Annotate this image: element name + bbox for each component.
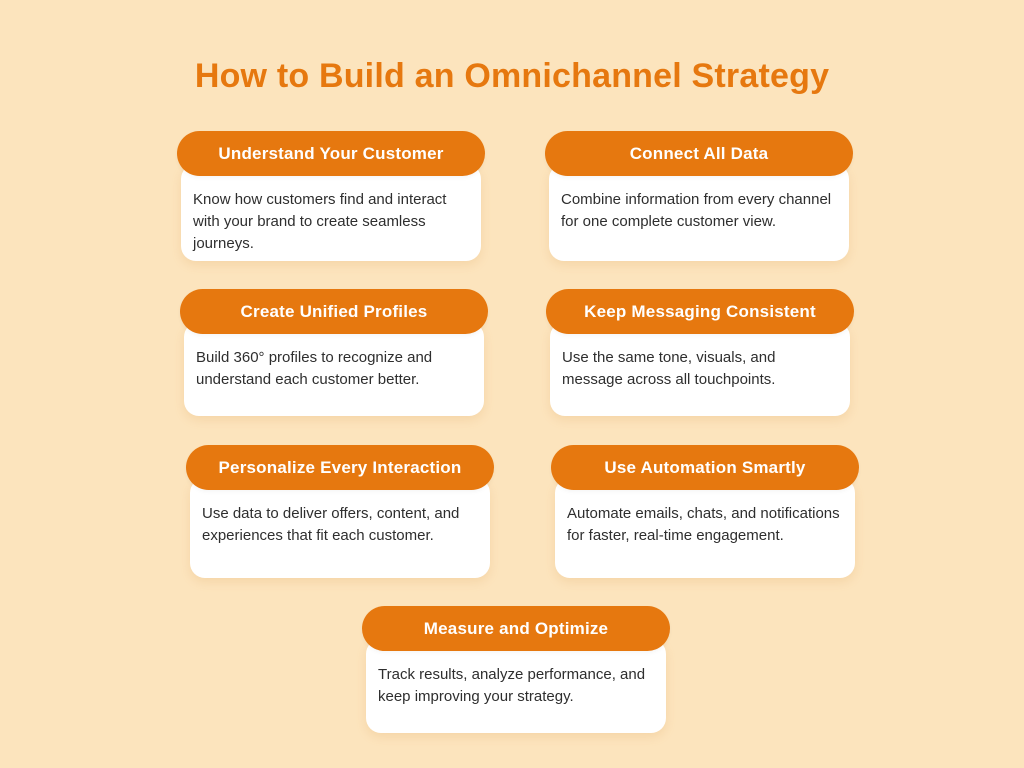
- step-card-body: Build 360° profiles to recognize and und…: [184, 322, 484, 416]
- step-card-body: Know how customers find and interact wit…: [181, 164, 481, 261]
- step-title: Connect All Data: [629, 143, 769, 163]
- step-card-header: Understand Your Customer: [177, 131, 485, 176]
- step-card-body: Automate emails, chats, and notification…: [555, 478, 855, 578]
- step-description: Use the same tone, visuals, and message …: [562, 349, 776, 388]
- step-card-personalize-every-interaction: Use data to deliver offers, content, and…: [186, 445, 494, 578]
- step-card-measure-and-optimize: Track results, analyze performance, and …: [362, 606, 670, 733]
- step-card-understand-your-customer: Know how customers find and interact wit…: [177, 131, 485, 261]
- step-card-header: Keep Messaging Consistent: [546, 289, 854, 334]
- step-card-connect-all-data: Combine information from every channel f…: [545, 131, 853, 261]
- step-card-header: Connect All Data: [545, 131, 853, 176]
- step-description: Know how customers find and interact wit…: [193, 191, 447, 252]
- step-title: Measure and Optimize: [423, 618, 609, 638]
- page-title: How to Build an Omnichannel Strategy: [194, 57, 830, 95]
- step-card-header: Personalize Every Interaction: [186, 445, 494, 490]
- step-title: Use Automation Smartly: [604, 457, 806, 477]
- step-description: Automate emails, chats, and notification…: [567, 505, 840, 544]
- step-title: Understand Your Customer: [218, 143, 444, 163]
- step-card-body: Combine information from every channel f…: [549, 164, 849, 261]
- step-card-header: Use Automation Smartly: [551, 445, 859, 490]
- step-card-body: Use data to deliver offers, content, and…: [190, 478, 490, 578]
- step-title: Personalize Every Interaction: [218, 457, 462, 477]
- step-card-create-unified-profiles: Build 360° profiles to recognize and und…: [180, 289, 488, 416]
- step-card-use-automation-smartly: Automate emails, chats, and notification…: [551, 445, 859, 578]
- step-card-body: Use the same tone, visuals, and message …: [550, 322, 850, 416]
- step-title: Keep Messaging Consistent: [584, 301, 816, 321]
- step-description: Combine information from every channel f…: [561, 191, 832, 230]
- step-title: Create Unified Profiles: [240, 301, 428, 321]
- step-card-keep-messaging-consistent: Use the same tone, visuals, and message …: [546, 289, 854, 416]
- step-description: Track results, analyze performance, and …: [378, 666, 646, 705]
- step-card-header: Measure and Optimize: [362, 606, 670, 651]
- step-card-header: Create Unified Profiles: [180, 289, 488, 334]
- step-description: Use data to deliver offers, content, and…: [202, 505, 460, 544]
- step-card-body: Track results, analyze performance, and …: [366, 639, 666, 733]
- step-description: Build 360° profiles to recognize and und…: [196, 349, 433, 388]
